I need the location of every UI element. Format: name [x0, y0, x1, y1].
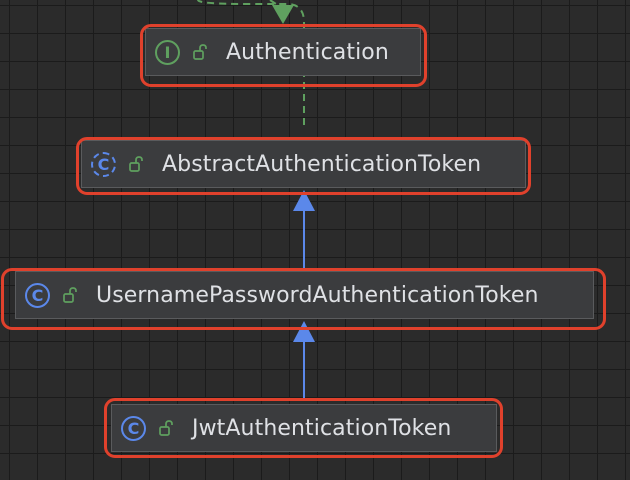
unlocked-lock-icon — [159, 420, 173, 436]
extends-arrowhead-username-password — [293, 321, 315, 342]
unlocked-lock-icon — [193, 44, 207, 60]
abstract-class-icon: C — [91, 151, 116, 177]
class-icon: C — [121, 415, 146, 441]
node-authentication[interactable]: I Authentication — [145, 28, 421, 76]
class-name: AbstractAuthenticationToken — [162, 151, 482, 177]
extends-arrowhead-abstract — [293, 190, 315, 211]
node-abstract-authentication-token[interactable]: C AbstractAuthenticationToken — [81, 140, 526, 188]
unlocked-lock-icon — [63, 287, 77, 303]
class-name: Authentication — [226, 39, 389, 65]
node-jwt-authentication-token[interactable]: C JwtAuthenticationToken — [111, 404, 497, 452]
edge-implements-authentication — [197, 0, 305, 125]
node-username-password-authentication-token[interactable]: C UsernamePasswordAuthenticationToken — [15, 271, 594, 319]
class-name: UsernamePasswordAuthenticationToken — [96, 282, 539, 308]
interface-icon: I — [155, 39, 180, 65]
unlocked-lock-icon — [129, 156, 143, 172]
class-icon: C — [25, 282, 50, 308]
implements-arrowhead — [272, 5, 294, 24]
class-name: JwtAuthenticationToken — [192, 415, 452, 441]
